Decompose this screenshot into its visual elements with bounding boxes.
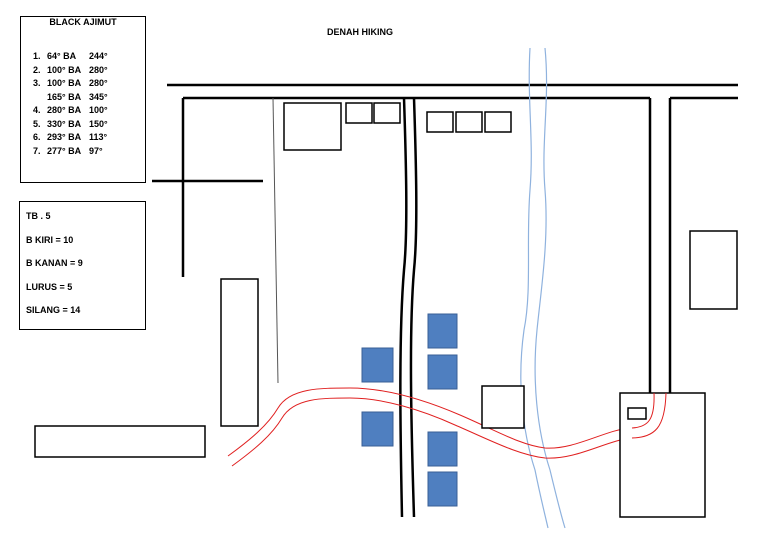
building-long-vertical [220,278,259,427]
azimuth-list: 1. 64° BA 244° 2. 100° BA 280° 3. 100° BA 280°… [33,50,108,158]
road-center-left [399,97,408,518]
stat-silang: SILANG = 14 [26,305,81,315]
azimuth-value: 64° BA [47,51,77,61]
back-azimuth-value: 280° [89,64,108,75]
building-top-5 [455,111,483,133]
blue-building-4 [427,354,458,390]
road-center-right [409,97,418,518]
azimuth-num [33,91,47,105]
azimuth-row: 4. 280° BA 100° [33,104,108,118]
azimuth-value: 330° BA [47,118,82,129]
building-top-1 [283,102,342,151]
river-right [534,47,566,529]
azimuth-row: 165° BA 345° [33,91,108,105]
blue-building-3 [427,313,458,349]
azimuth-num: 6. [33,132,41,142]
stats-list: TB . 5 B KIRI = 10 B KANAN = 9 LURUS = 5… [26,211,83,329]
azimuth-value: 100° BA [47,64,82,75]
back-azimuth-value: 113° [89,132,108,142]
stat-tb: TB . 5 [26,211,51,221]
blue-building-5 [427,431,458,467]
blue-building-1 [361,347,394,383]
azimuth-row: 6. 293° BA 113° [33,131,108,145]
stats-legend: TB . 5 B KIRI = 10 B KANAN = 9 LURUS = 5… [19,201,146,330]
back-azimuth-value: 280° [89,78,108,88]
blue-building-6 [427,471,458,507]
azimuth-legend: BLACK AJIMUT 1. 64° BA 244° 2. 100° BA 280° … [20,16,146,183]
azimuth-value: 165° BA [47,91,82,102]
azimuth-num: 2. [33,64,41,75]
route-over-building [631,392,667,439]
back-azimuth-value: 345° [89,91,108,102]
building-square [481,385,525,429]
azimuth-value: 280° BA [47,105,82,115]
azimuth-num: 7. [33,145,41,156]
back-azimuth-value: 244° [89,51,108,61]
back-azimuth-value: 100° [89,105,108,115]
stat-b-kanan: B KANAN = 9 [26,258,83,268]
azimuth-value: 100° BA [47,78,82,88]
stat-b-kiri: B KIRI = 10 [26,234,74,245]
azimuth-value: 293° BA [47,132,82,142]
stat-lurus: LURUS = 5 [26,281,73,292]
building-top-6 [484,111,512,133]
path-thin [272,97,279,384]
azimuth-row: 5. 330° BA 150° [33,118,108,132]
azimuth-row: 3. 100° BA 280° [33,77,108,91]
azimuth-row: 2. 100° BA 280° [33,64,108,78]
building-top-4 [426,111,454,133]
azimuth-title: BLACK AJIMUT [49,17,117,27]
azimuth-num: 4. [33,105,41,115]
building-top-2 [345,102,373,124]
azimuth-num: 1. [33,51,41,61]
azimuth-value: 277° BA [47,145,82,156]
back-azimuth-value: 150° [89,118,108,129]
azimuth-num: 3. [33,78,41,88]
building-small-inner [627,407,647,420]
azimuth-row: 7. 277° BA 97° [33,145,108,159]
azimuth-row: 1. 64° BA 244° [33,50,108,64]
map-title: DENAH HIKING [327,27,394,37]
river-left [520,47,549,529]
azimuth-num: 5. [33,118,41,129]
building-top-3 [373,102,401,124]
back-azimuth-value: 97° [89,145,103,156]
building-right-tall [689,230,738,310]
blue-building-2 [361,411,394,447]
building-long-horizontal [34,425,206,458]
